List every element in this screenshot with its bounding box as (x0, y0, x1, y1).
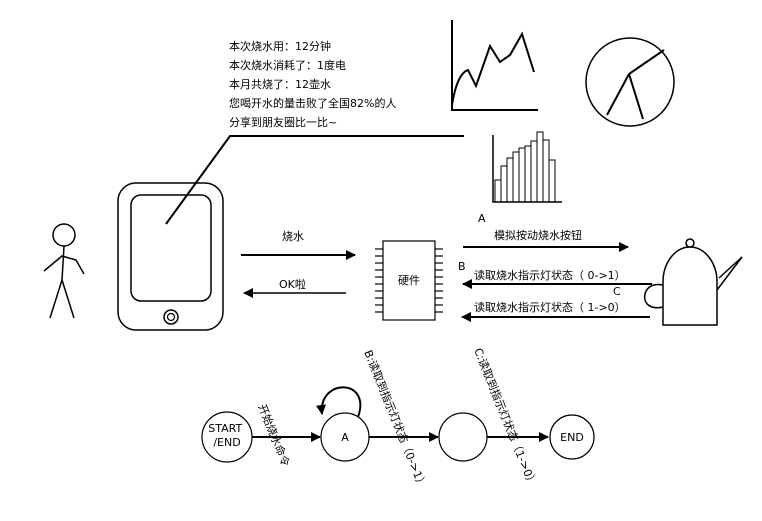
phone-message: 本次烧水用：12分钟 本次烧水消耗了：1度电 本月共烧了：12壶水 您喝开水的量… (229, 39, 396, 129)
simulate-arrow-label: 模拟按动烧水按钮 (494, 228, 582, 242)
marker-a: A (478, 212, 486, 225)
state-a-label: A (341, 431, 349, 444)
edge-start-command-label: 开始烧水命令 (255, 402, 293, 468)
ok-arrow-label: OK啦 (279, 277, 306, 291)
kettle-icon (643, 238, 743, 326)
marker-c: C (613, 285, 621, 298)
message-line-energy: 本次烧水消耗了：1度电 (229, 58, 346, 72)
bar-chart-icon (492, 131, 562, 203)
end-label: END (560, 431, 584, 444)
marker-b: B (458, 260, 466, 273)
pie-chart-icon (585, 37, 675, 127)
chip-icon (375, 240, 443, 321)
read-1-0-label: 读取烧水指示灯状态（ 1->0） (474, 300, 626, 314)
state-machine: START /END 开始烧水命令 A B:读取到指示灯状态（0->1） C:读… (201, 346, 595, 491)
boil-arrow-label: 烧水 (282, 230, 304, 243)
edge-b-label: B:读取到指示灯状态（0->1） (361, 348, 430, 491)
message-line-share: 分享到朋友圈比一比~ (229, 115, 337, 129)
message-line-rank: 您喝开水的量击败了全国82%的人 (229, 96, 396, 110)
state-blank-node (438, 412, 488, 462)
stick-figure-icon (43, 223, 85, 319)
end-node (549, 414, 595, 460)
message-line-monthly: 本月共烧了：12壶水 (229, 77, 331, 91)
state-a-self-loop (316, 386, 362, 418)
smartphone-icon (117, 182, 224, 331)
hardware-label: 硬件 (398, 274, 420, 287)
start-end-label: START /END (208, 422, 245, 449)
edge-c-label: C:读取到指示灯状态（1->0） (471, 346, 540, 489)
read-0-1-label: 读取烧水指示灯状态（ 0->1） (474, 268, 626, 282)
message-line-duration: 本次烧水用：12分钟 (229, 39, 331, 53)
line-chart-icon (451, 20, 538, 111)
